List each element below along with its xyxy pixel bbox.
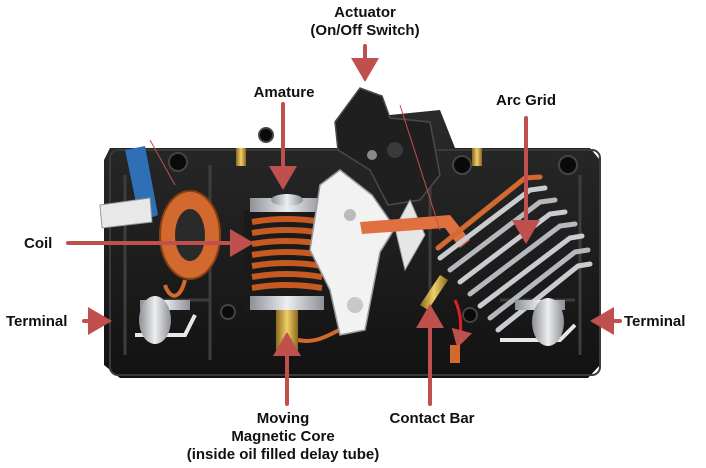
actuator-label-line1: Actuator xyxy=(310,4,419,22)
moving-core-label: Moving Magnetic Core (inside oil filled … xyxy=(187,410,380,464)
actuator-label: Actuator (On/Off Switch) xyxy=(310,4,419,40)
moving-core-label-line3: (inside oil filled delay tube) xyxy=(187,446,380,464)
moving-core-label-line1: Moving xyxy=(187,410,380,428)
terminal-right-label: Terminal xyxy=(624,313,685,331)
arc-grid-label: Arc Grid xyxy=(496,92,556,110)
actuator-label-line2: (On/Off Switch) xyxy=(310,22,419,40)
amature-label: Amature xyxy=(254,84,315,102)
coil-label: Coil xyxy=(24,235,52,253)
moving-core-label-line2: Magnetic Core xyxy=(187,428,380,446)
terminal-left-label: Terminal xyxy=(6,313,67,331)
contact-bar-label: Contact Bar xyxy=(389,410,474,428)
